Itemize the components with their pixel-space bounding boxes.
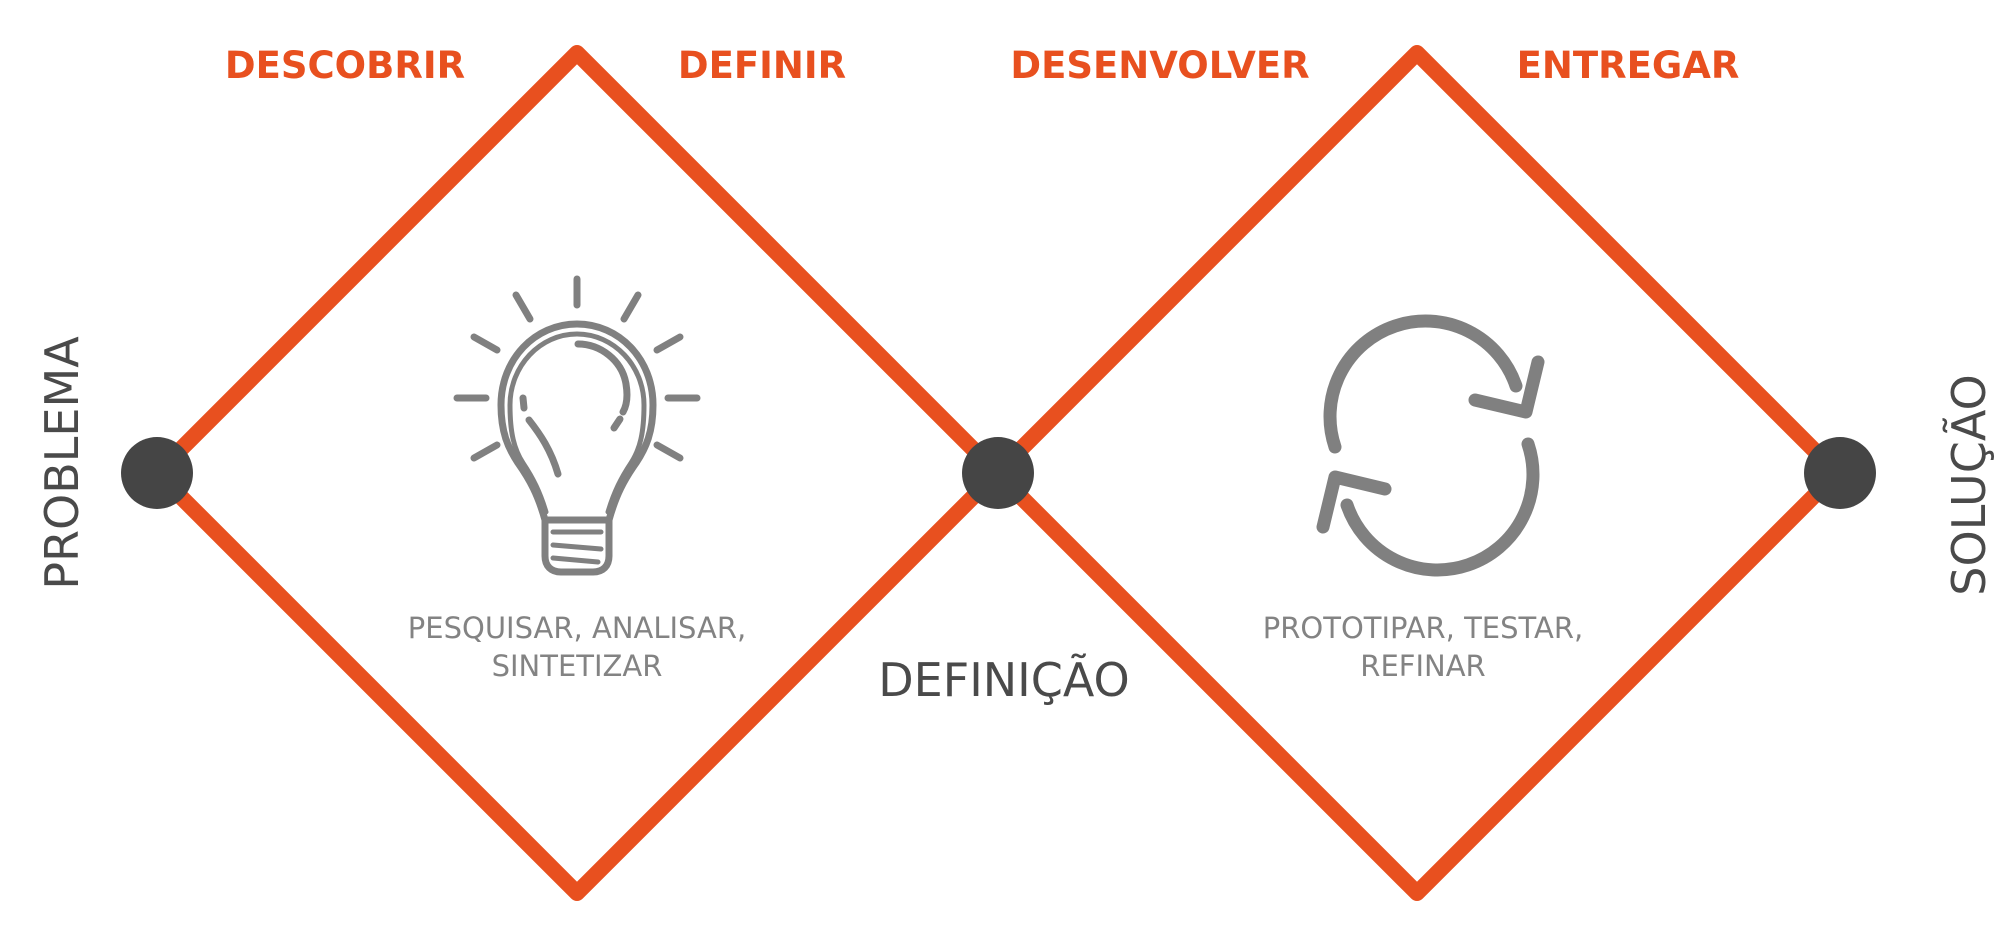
phase-label-discover: DESCOBRIR <box>225 44 465 87</box>
diamond-caption-discover-line1: PESQUISAR, ANALISAR, <box>408 611 746 645</box>
lightbulb-icon <box>453 275 701 576</box>
solution-node <box>1804 437 1876 509</box>
refresh-cycle-icon <box>1316 314 1545 577</box>
endpoint-label-solution: SOLUÇÃO <box>1942 374 1996 595</box>
phase-label-develop: DESENVOLVER <box>1010 44 1309 87</box>
diamond-caption-develop-line1: PROTOTIPAR, TESTAR, <box>1263 611 1583 645</box>
endpoint-label-definition: DEFINIÇÃO <box>878 653 1129 707</box>
problem-node <box>121 437 193 509</box>
diamond-caption-discover-line2: SINTETIZAR <box>492 649 663 683</box>
diamond-caption-develop-line2: REFINAR <box>1360 649 1485 683</box>
diamond-outline-discover-define <box>149 45 1005 901</box>
diamond-outline-develop-deliver <box>989 45 1845 901</box>
endpoint-label-problem: PROBLEMA <box>35 336 89 590</box>
definition-node <box>962 437 1034 509</box>
phase-label-define: DEFINIR <box>678 44 846 87</box>
phase-label-deliver: ENTREGAR <box>1517 44 1740 87</box>
